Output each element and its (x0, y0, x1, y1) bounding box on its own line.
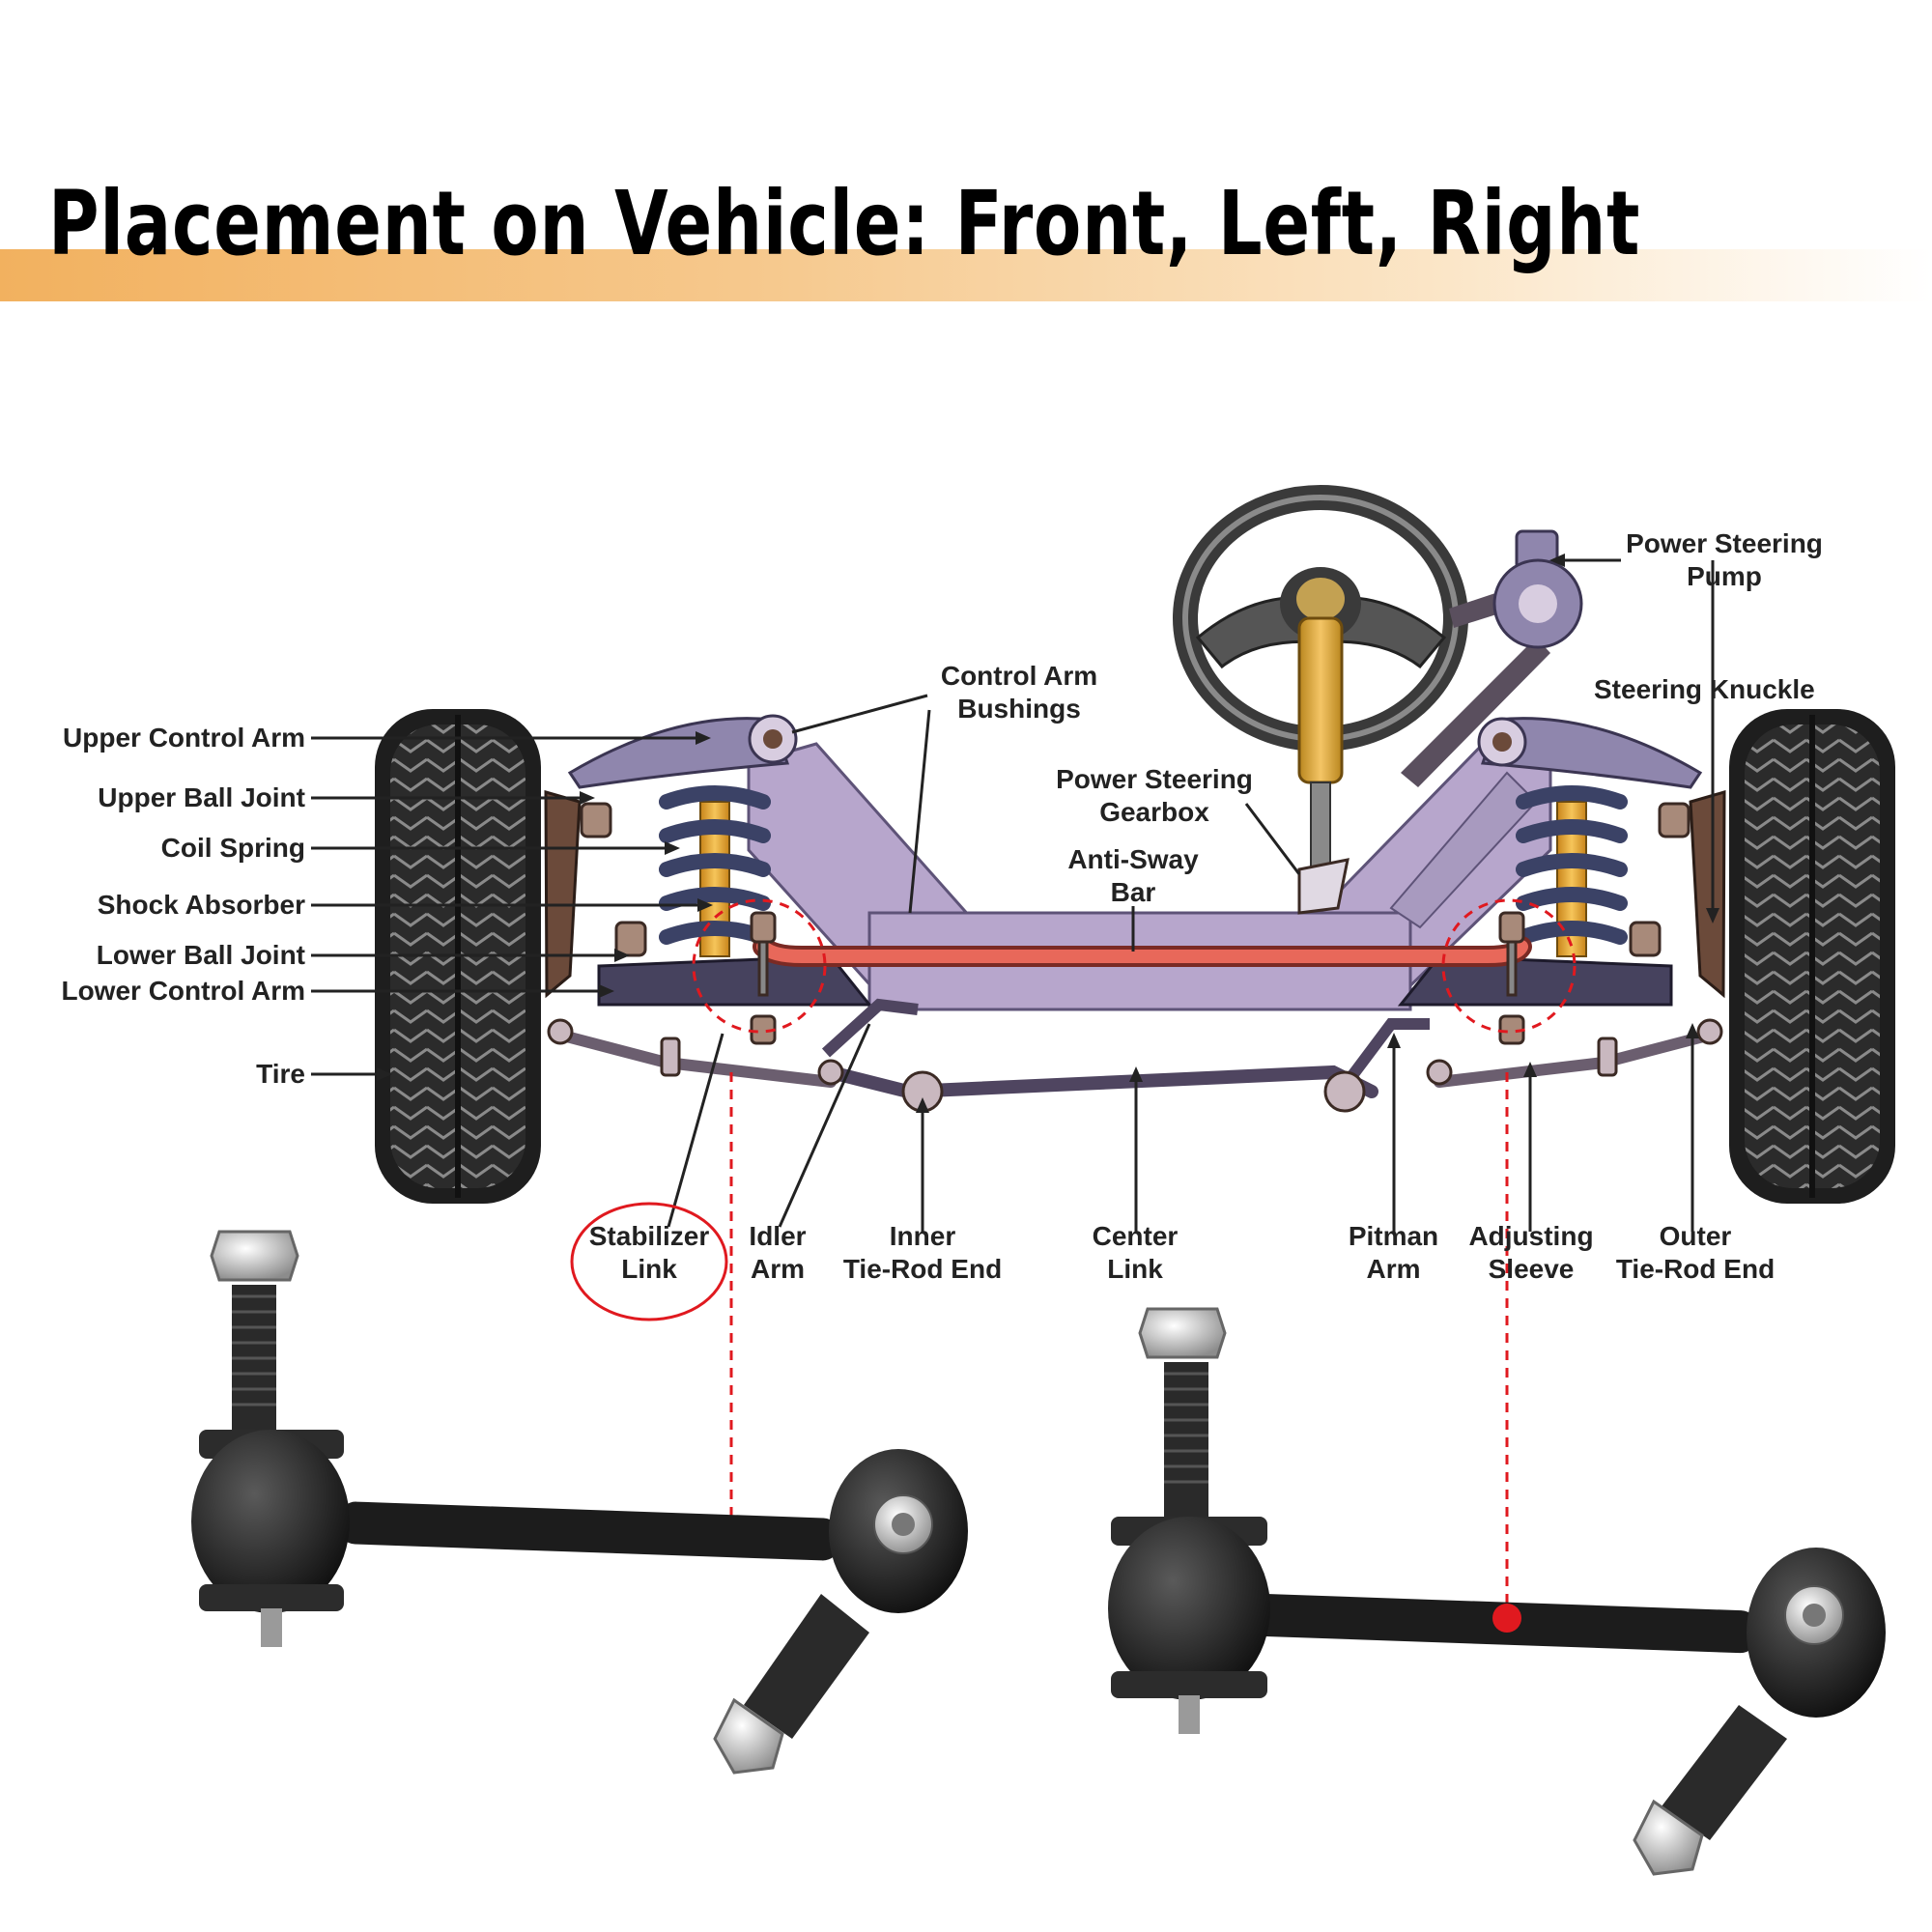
upper-ball-joints (580, 802, 1690, 838)
power-steering-gearbox (1297, 858, 1350, 915)
diagram-stabilizer-links (750, 911, 1525, 1045)
pitman-arm (1343, 1018, 1430, 1086)
left-stabilizer-link-product (191, 1230, 968, 1775)
highlight-markers (570, 898, 1577, 1618)
title-highlight-band (0, 249, 1932, 301)
right-control-arm-bushing (1477, 717, 1527, 767)
page-title: Placement on Vehicle: Front, Left, Right (48, 172, 1641, 275)
steering-column (1297, 616, 1344, 870)
label-shock-absorber: Shock Absorber (97, 890, 305, 920)
right-tire (1729, 709, 1895, 1204)
right-steering-knuckle (1689, 790, 1726, 999)
label-upper-ball-joint: Upper Ball Joint (98, 782, 305, 812)
idler-arm (821, 998, 919, 1058)
label-tire: Tire (256, 1059, 305, 1089)
steering-linkage (547, 998, 1723, 1113)
label-steering-knuckle: Steering Knuckle (1594, 674, 1815, 704)
label-lower-control-arm: Lower Control Arm (61, 976, 305, 1006)
left-control-arm-bushing (748, 714, 798, 764)
leader-lines (311, 558, 1715, 1232)
stabilizer-label-circle (570, 1202, 728, 1321)
right-coil-spring (1516, 785, 1628, 957)
power-steering-pump (1401, 529, 1583, 787)
right-link-dot (1492, 1604, 1521, 1633)
lower-ball-joints (614, 921, 1662, 957)
right-upper-control-arm (1480, 717, 1703, 789)
arrowheads (377, 554, 1719, 1113)
label-upper-control-arm: Upper Control Arm (63, 723, 305, 753)
label-coil-spring: Coil Spring (160, 833, 305, 863)
left-link-highlight (692, 898, 827, 1034)
right-stabilizer-link-product (1108, 1307, 1886, 1876)
right-link-highlight (1441, 898, 1577, 1034)
label-lower-ball-joint: Lower Ball Joint (96, 940, 305, 970)
left-steering-knuckle (544, 790, 582, 999)
